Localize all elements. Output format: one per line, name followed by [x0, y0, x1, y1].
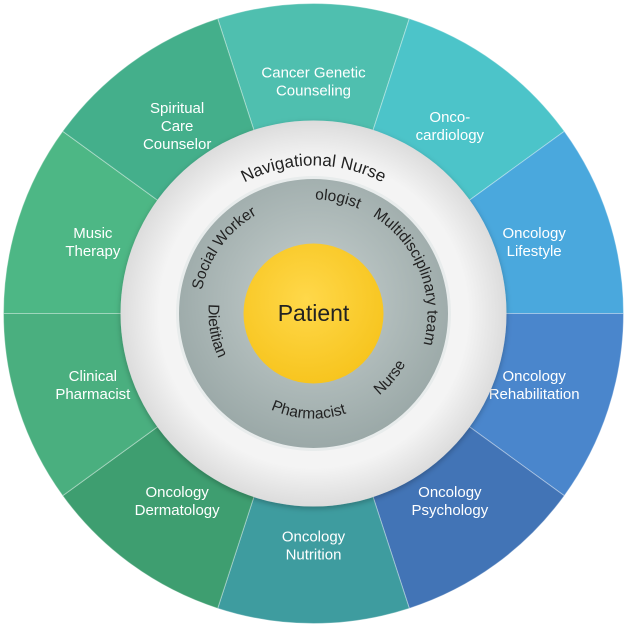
- segment-label-line: Oncology: [502, 225, 566, 242]
- segment-label-line: Clinical: [69, 368, 117, 385]
- segment-label-line: Counselor: [143, 136, 211, 153]
- segment-label-line: Therapy: [65, 243, 121, 260]
- segment-label-line: Counseling: [276, 83, 351, 100]
- segment-label-line: Oncology: [502, 368, 566, 385]
- segment-label-onco-cardiology: Onco-cardiology: [416, 109, 485, 144]
- segment-label-line: Oncology: [282, 529, 346, 546]
- segment-label-line: Cancer Genetic: [261, 65, 366, 82]
- segment-label-line: Onco-: [429, 109, 470, 126]
- segment-label-line: Nutrition: [286, 547, 342, 564]
- segment-label-line: Music: [73, 225, 113, 242]
- patient-label: Patient: [278, 300, 350, 326]
- segment-label-line: Care: [161, 118, 194, 135]
- patient-circle: [243, 243, 384, 384]
- segment-label-line: Pharmacist: [55, 386, 131, 403]
- segment-label-line: Rehabilitation: [489, 386, 580, 403]
- segment-label-line: Oncology: [145, 484, 209, 501]
- segment-label-line: Spiritual: [150, 100, 204, 117]
- segment-label-line: Lifestyle: [507, 243, 562, 260]
- segment-label-line: Oncology: [418, 484, 482, 501]
- segment-label-line: Dermatology: [135, 502, 221, 519]
- segment-label-line: cardiology: [416, 127, 485, 144]
- segment-label-line: Psychology: [412, 502, 489, 519]
